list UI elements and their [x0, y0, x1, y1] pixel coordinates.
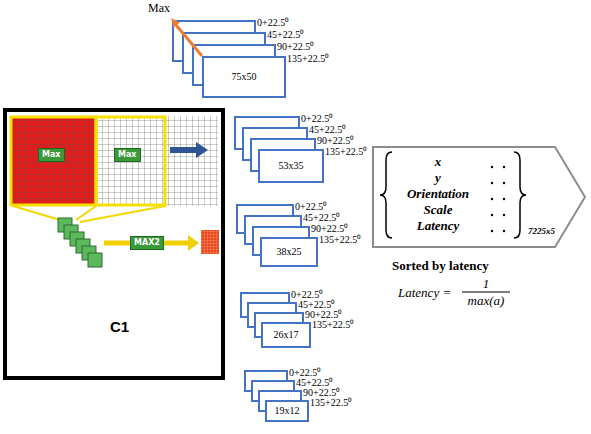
orientation-label: 135+22.5⁰ — [312, 320, 354, 330]
map-size: 19x12 — [275, 405, 300, 417]
note-title: Sorted by latency — [392, 258, 489, 274]
orientation-label: 0+22.5⁰ — [301, 114, 333, 124]
max2-arrow-head — [188, 235, 199, 251]
pentagon-shape — [373, 147, 585, 247]
right-brace — [514, 152, 526, 238]
matrix-row: Scale — [396, 202, 480, 218]
orientation-label: 135+22.5⁰ — [287, 54, 329, 64]
matrix-size: 7225x5 — [528, 226, 555, 236]
orientation-label: 45+22.5⁰ — [303, 213, 340, 223]
orientation-label: 135+22.5⁰ — [310, 398, 352, 408]
shift-arrow-head — [196, 142, 208, 158]
operation-label: MAX2 — [134, 238, 160, 248]
formula-denominator: max(a) — [462, 294, 510, 308]
max-box: Max — [114, 148, 141, 162]
grid-lines — [10, 116, 218, 206]
fraction-bar — [462, 292, 510, 293]
matrix-row: y — [396, 170, 480, 186]
orientation-label: 90+22.5⁰ — [305, 310, 342, 320]
orientation-map: 135+22.5⁰53x35 — [258, 149, 324, 183]
feature-cube — [88, 253, 102, 267]
output-grid-lines — [201, 230, 219, 254]
funnel-line — [80, 206, 165, 222]
output-grid — [201, 230, 219, 254]
orientation-label: 0+22.5⁰ — [257, 18, 289, 28]
pool-window — [11, 117, 96, 205]
orientation-label: 0+22.5⁰ — [295, 202, 327, 212]
operation-label: Max — [118, 150, 137, 160]
c1-panel: C1 Max MaxMAX2 — [3, 108, 225, 380]
orientation-label: 90+22.5⁰ — [277, 42, 314, 52]
funnel-line — [76, 206, 96, 220]
pool-window — [96, 117, 165, 205]
map-size: 38x25 — [277, 246, 302, 258]
matrix-row: Latency — [396, 218, 480, 234]
orientation-label: 45+22.5⁰ — [298, 300, 335, 310]
operation-label: Max — [42, 150, 61, 160]
orientation-map: 135+22.5⁰38x25 — [260, 237, 318, 267]
orientation-label: 90+22.5⁰ — [317, 136, 354, 146]
orientation-map: 135+22.5⁰26x17 — [261, 322, 311, 348]
orientation-label: 0+22.5⁰ — [291, 290, 323, 300]
formula-lhs: Latency = — [398, 285, 451, 301]
shift-arrow — [170, 147, 196, 153]
max-box: MAX2 — [130, 236, 164, 250]
matrix-dots — [491, 166, 505, 232]
orientation-label: 90+22.5⁰ — [311, 224, 348, 234]
map-size: 53x35 — [279, 160, 304, 172]
funnel-line — [13, 206, 60, 220]
matrix-row: Orientation — [396, 186, 480, 202]
matrix-row: x — [396, 154, 480, 170]
orientation-label: 45+22.5⁰ — [296, 378, 333, 388]
grid-ground — [10, 116, 218, 206]
feature-matrix: xyOrientationScaleLatency 7225x5 — [372, 146, 586, 248]
orientation-label: 45+22.5⁰ — [267, 30, 304, 40]
formula-numerator: 1 — [462, 277, 510, 291]
orientation-label: 45+22.5⁰ — [309, 125, 346, 135]
orientation-label: 135+22.5⁰ — [319, 235, 361, 245]
orientation-map: 135+22.5⁰19x12 — [265, 400, 309, 422]
left-brace — [380, 152, 392, 238]
axis-label: Max — [148, 1, 170, 15]
panel-title: C1 — [110, 318, 129, 336]
orientation-label: 90+22.5⁰ — [303, 388, 340, 398]
orientation-label: 135+22.5⁰ — [325, 147, 367, 157]
orientation-label: 0+22.5⁰ — [289, 368, 321, 378]
map-size: 26x17 — [274, 329, 299, 341]
map-size: 75x50 — [232, 71, 257, 83]
orientation-map: 135+22.5⁰75x50 — [202, 56, 286, 98]
max-box: Max — [38, 148, 65, 162]
